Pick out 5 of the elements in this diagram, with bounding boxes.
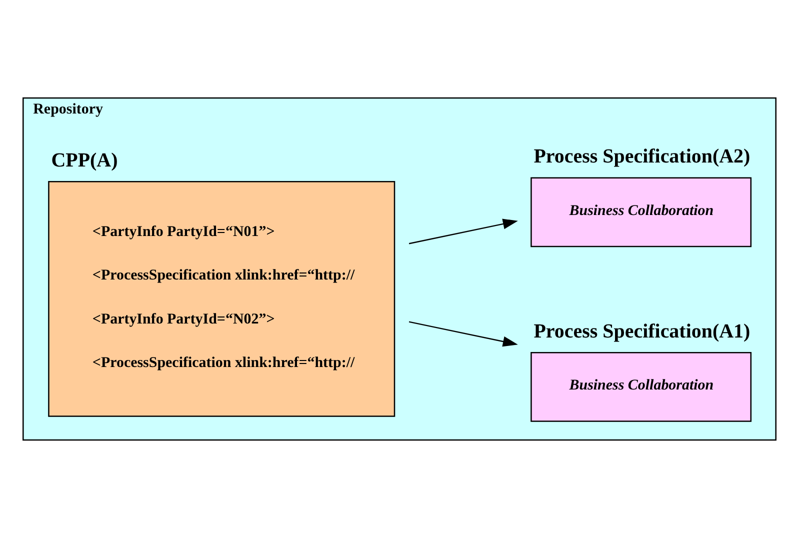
arrow	[408, 218, 518, 244]
arrow	[408, 320, 518, 346]
node-label: Process Specification(A1)	[534, 320, 750, 342]
node-label: Process Specification(A2)	[534, 145, 750, 168]
node-label: CPP(A)	[51, 148, 118, 171]
